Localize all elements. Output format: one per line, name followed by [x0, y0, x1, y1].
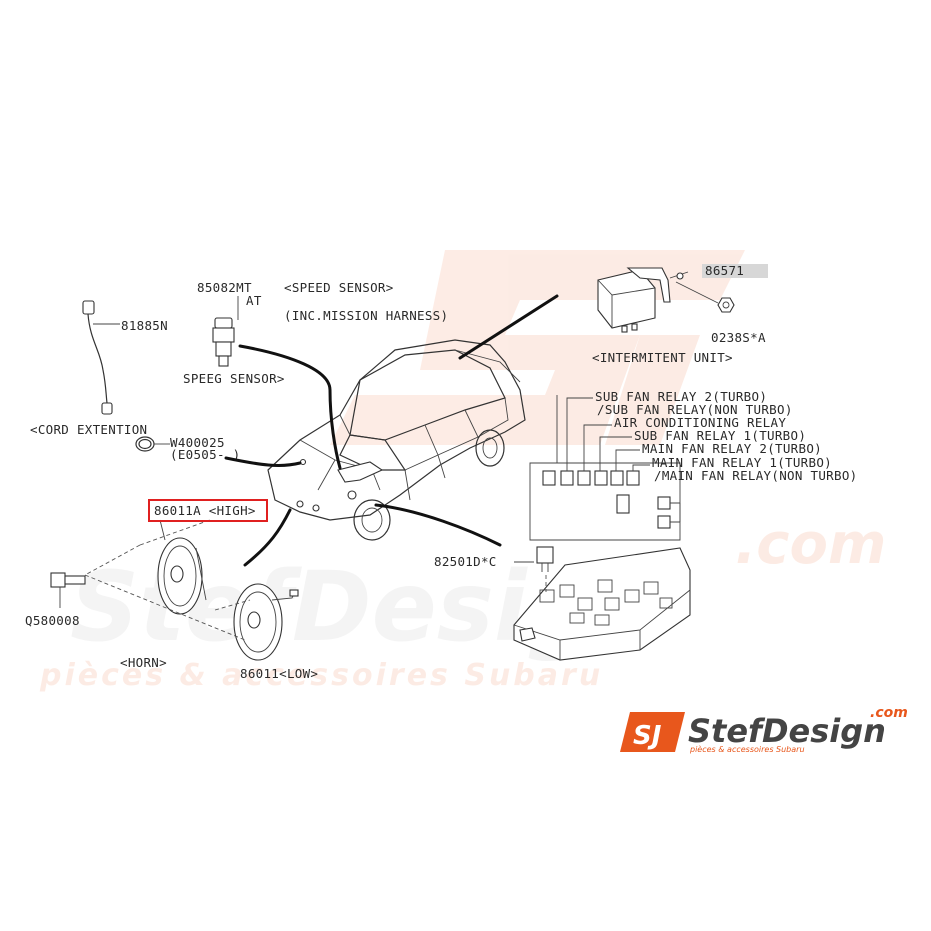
relay-label-1: SUB FAN RELAY 2(TURBO)	[595, 389, 767, 404]
relay-box-leader	[374, 503, 502, 547]
bolt-part-number: Q580008	[25, 613, 80, 628]
intermittent-unit-part	[597, 267, 735, 333]
speed-sensor-part-number-mt: 85082MT	[197, 280, 252, 295]
horn-high-part-number: 86011A <HIGH>	[154, 503, 256, 518]
horn-dashed-lines	[84, 519, 251, 641]
relay-label-3: AIR CONDITIONING RELAY	[614, 415, 786, 430]
speed-sensor-label: SPEEG SENSOR>	[183, 371, 285, 386]
relay-layout-diagram	[529, 395, 681, 541]
horn-high-leader	[243, 508, 292, 567]
intermittent-part-number-highlight	[702, 264, 768, 278]
watermark-tagline: pièces & accessoires Subaru	[39, 658, 603, 693]
o-ring-note: (E0505- )	[170, 447, 240, 462]
relay-label-4: SUB FAN RELAY 1(TURBO)	[634, 428, 806, 443]
intermittent-label: <INTERMITENT UNIT>	[592, 350, 733, 365]
logo-brand: StefDesign	[688, 712, 886, 750]
o-ring-part	[135, 436, 170, 452]
watermark-domain: .com	[735, 512, 886, 577]
stefdesign-logo: SJ StefDesign .com pièces & accessoires …	[620, 705, 908, 754]
speed-sensor-part	[212, 296, 239, 367]
cord-extension-part	[82, 300, 120, 415]
relay-label-7: /MAIN FAN RELAY(NON TURBO)	[654, 468, 857, 483]
relay-label-6: MAIN FAN RELAY 1(TURBO)	[652, 455, 832, 470]
intermittent-leader	[458, 294, 559, 360]
speed-sensor-leader	[238, 344, 342, 470]
bolt-part	[50, 572, 86, 608]
watermark-logo-shape-2	[605, 335, 700, 445]
horn-high-part	[157, 519, 207, 615]
relay-box-part	[513, 546, 691, 661]
relay-part-number: 82501D*C	[434, 554, 497, 569]
horn-low-part	[233, 583, 299, 661]
logo-mark-letters: SJ	[633, 721, 662, 751]
speed-sensor-title: <SPEED SENSOR>	[284, 280, 394, 295]
relay-label-2: /SUB FAN RELAY(NON TURBO)	[597, 402, 793, 417]
horn-high-highlight-box	[148, 499, 268, 522]
car-illustration	[267, 339, 526, 541]
relay-label-5: MAIN FAN RELAY 2(TURBO)	[642, 441, 822, 456]
nut-part-number: 0238S*A	[711, 330, 766, 345]
cord-label: <CORD EXTENTION	[30, 422, 147, 437]
cord-leader	[224, 456, 302, 467]
o-ring-part-number: W400025	[170, 435, 225, 450]
logo-domain: .com	[870, 705, 908, 721]
logo-mark-icon	[620, 712, 685, 752]
logo-tagline: pièces & accessoires Subaru	[689, 744, 805, 754]
horn-low-part-number: 86011<LOW>	[240, 666, 318, 681]
intermittent-part-number: 86571	[705, 263, 744, 278]
speed-sensor-note: (INC.MISSION HARNESS)	[284, 308, 448, 323]
horn-label: <HORN>	[120, 655, 167, 670]
speed-sensor-part-number-at: AT	[246, 293, 262, 308]
cord-part-number: 81885N	[121, 318, 168, 333]
